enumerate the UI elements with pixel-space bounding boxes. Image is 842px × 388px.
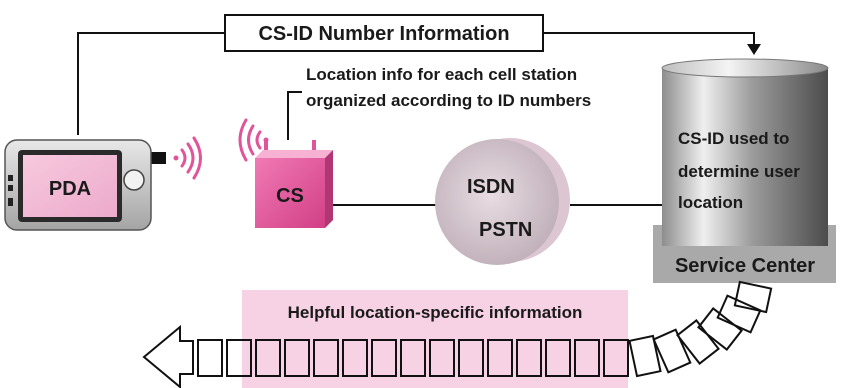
svg-text:Service Center: Service Center <box>675 255 815 277</box>
svg-text:determine user: determine user <box>678 162 800 181</box>
svg-text:CS-ID Number Information: CS-ID Number Information <box>258 23 509 45</box>
cs-id-number-label: CS-ID Number Information <box>224 14 544 52</box>
cell-station: CS <box>255 140 333 228</box>
pda-signal-icon <box>173 136 202 180</box>
top-connector <box>77 32 761 135</box>
svg-text:ISDN: ISDN <box>467 176 515 198</box>
pda-button-icon <box>123 169 145 191</box>
svg-text:CS: CS <box>276 185 304 207</box>
svg-text:Location info for each cell st: Location info for each cell station <box>306 65 577 84</box>
arrow-down-icon <box>747 44 761 55</box>
svg-text:location: location <box>678 193 743 212</box>
svg-text:PDA: PDA <box>49 178 91 200</box>
pda-device: PDA <box>4 139 166 231</box>
svg-text:PSTN: PSTN <box>479 219 532 241</box>
network-cloud: ISDN PSTN <box>435 138 570 265</box>
return-arrow <box>142 280 773 388</box>
svg-text:Helpful location-specific info: Helpful location-specific information <box>288 303 583 322</box>
cs-location-note: Location info for each cell station orga… <box>287 65 591 140</box>
return-arrow-head-icon <box>142 324 194 388</box>
service-center: CS-ID used to determine user location Se… <box>653 58 836 283</box>
svg-text:organized according to ID numb: organized according to ID numbers <box>306 91 591 110</box>
svg-text:CS-ID used to: CS-ID used to <box>678 129 789 148</box>
pda-antenna-nub <box>148 152 166 164</box>
server-cylinder <box>662 68 828 246</box>
